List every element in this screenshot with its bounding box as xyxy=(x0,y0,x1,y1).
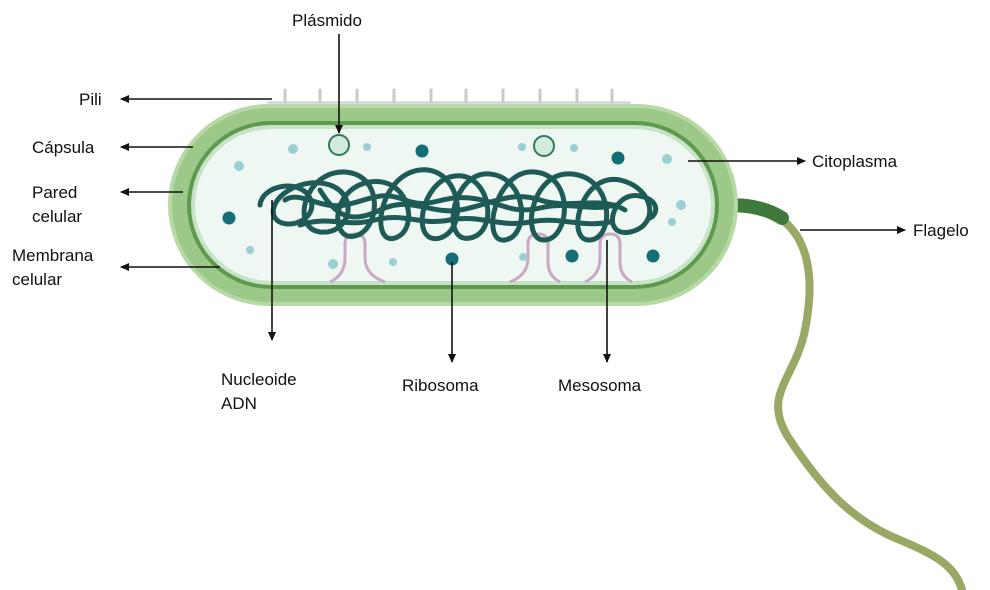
label-plasmid: Plásmido xyxy=(292,11,362,30)
label-cell-membrane-1: Membrana xyxy=(12,246,94,265)
label-cell-membrane-2: celular xyxy=(12,270,62,289)
label-nucleoid-1: Nucleoide xyxy=(221,370,297,389)
label-cell-wall-2: celular xyxy=(32,207,82,226)
label-flagellum: Flagelo xyxy=(913,221,969,240)
label-capsule: Cápsula xyxy=(32,138,95,157)
label-cytoplasm: Citoplasma xyxy=(812,152,898,171)
label-mesosome: Mesosoma xyxy=(558,376,642,395)
label-cell-wall-1: Pared xyxy=(32,183,77,202)
plasmid xyxy=(329,135,349,155)
flagellum xyxy=(690,196,962,590)
label-nucleoid-2: ADN xyxy=(221,394,257,413)
label-ribosome: Ribosoma xyxy=(402,376,479,395)
label-pili: Pili xyxy=(79,90,102,109)
plasmid xyxy=(534,136,554,156)
